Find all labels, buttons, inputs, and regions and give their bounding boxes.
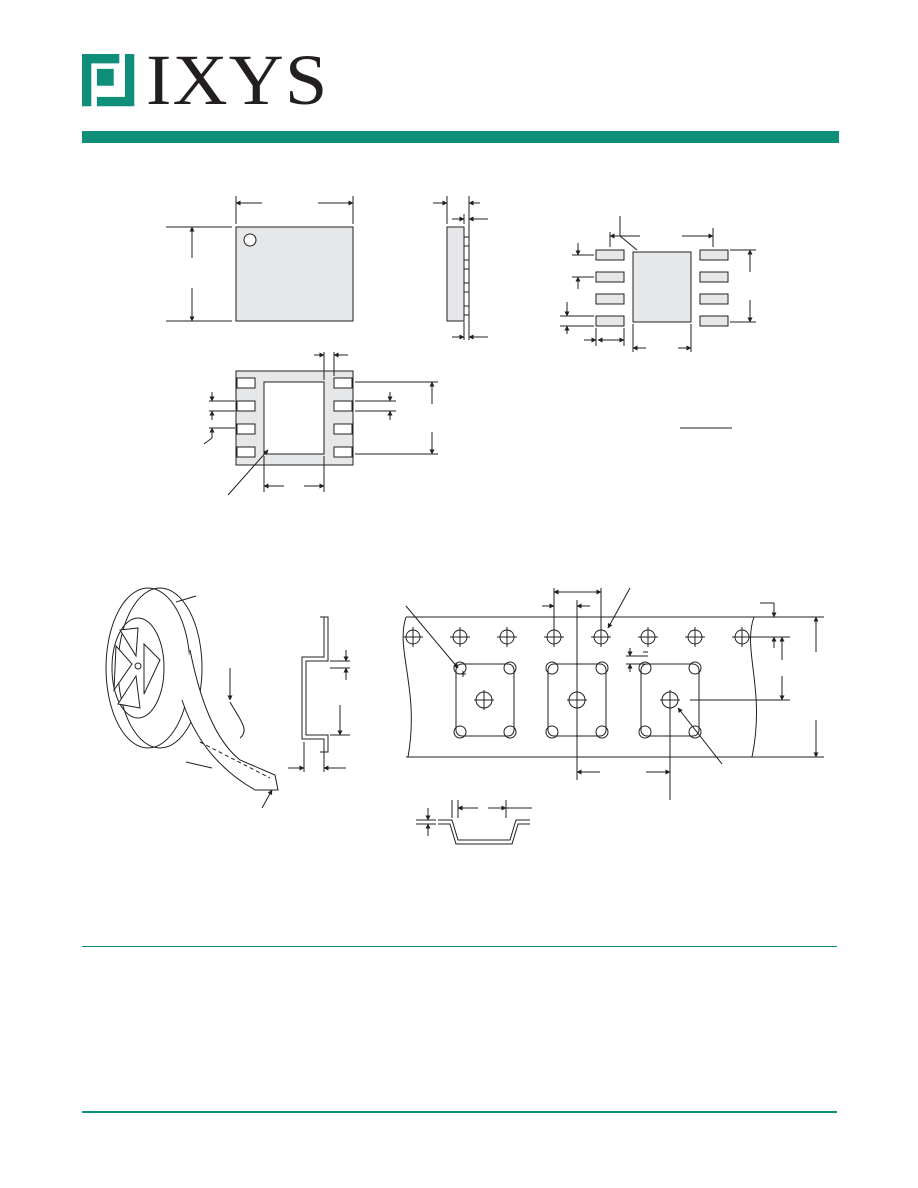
header-bar: [82, 131, 839, 143]
ixys-logo-mark: [82, 54, 135, 107]
package-top-view: [166, 196, 354, 322]
brand-name: IXYS: [146, 40, 329, 120]
section-divider: [82, 946, 837, 947]
embossed-tape-profile: [416, 800, 532, 845]
package-side-view: [433, 196, 488, 340]
tape-and-reel: [105, 587, 279, 809]
footer-rule: [82, 1111, 837, 1113]
recommended-pcb-land-pattern: [560, 216, 756, 429]
carrier-tape: [402, 587, 824, 800]
package-bottom-view: [203, 352, 438, 496]
carrier-tape-section: [288, 616, 350, 772]
